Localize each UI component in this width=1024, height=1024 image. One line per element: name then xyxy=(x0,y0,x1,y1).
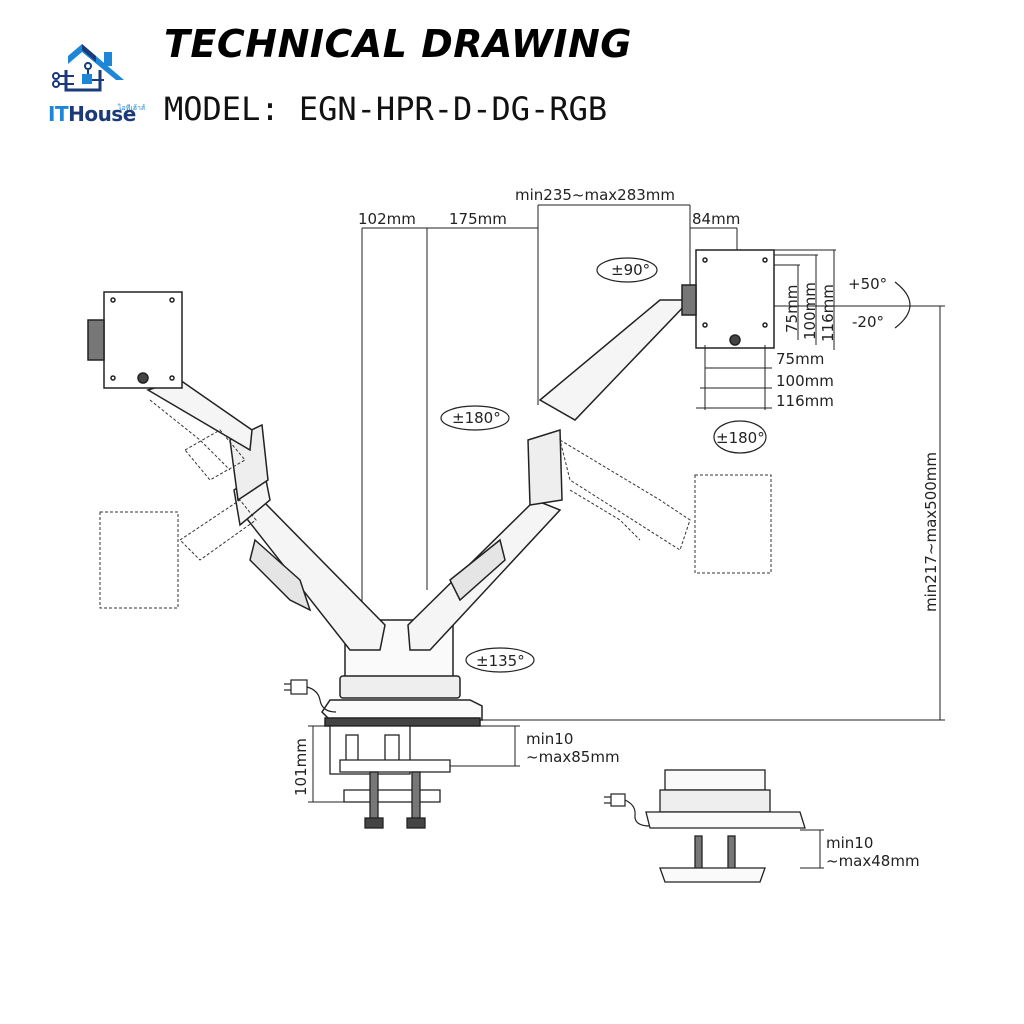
clamp-height-dimension xyxy=(308,725,344,803)
logo xyxy=(44,40,150,132)
logo-thai-tag: ไอทีเฮ้าส์ xyxy=(118,104,146,112)
vesa-dimension-lines xyxy=(696,249,836,410)
dim-height-range: min217~max500mm xyxy=(922,452,940,612)
dim-clamp-range-1: min10 xyxy=(526,730,573,748)
clamp-range-dimension xyxy=(450,725,520,767)
top-dimension-lines xyxy=(361,204,738,680)
logo-brand-text: ITHouse xyxy=(48,102,136,126)
dim-clamp-range-2: ~max85mm xyxy=(526,748,620,766)
left-upper-arm xyxy=(146,379,253,452)
grommet-mount xyxy=(645,769,806,883)
rotation-arrows xyxy=(440,257,911,673)
desk-clamp xyxy=(329,725,451,829)
left-ghost-arm xyxy=(99,399,257,609)
grommet-power-plug-icon xyxy=(604,793,651,827)
dim-vesa-w-116: 116mm xyxy=(776,392,834,410)
dim-vesa-h-100: 100mm xyxy=(801,282,819,340)
dim-vesa-w-100: 100mm xyxy=(776,372,834,390)
dim-grommet-range-2: ~max48mm xyxy=(826,852,920,870)
dim-vesa-h-116: 116mm xyxy=(819,284,837,342)
rot-180-right: ±180° xyxy=(716,429,765,447)
rot-135: ±135° xyxy=(476,652,525,670)
dim-arm-reach: min235~max283mm xyxy=(515,186,675,204)
model-label: MODEL: EGN-HPR-D-DG-RGB xyxy=(164,90,608,128)
height-dimension-line xyxy=(482,305,945,721)
logo-brand-part2: House xyxy=(68,102,136,126)
dim-clamp-height: 101mm xyxy=(292,738,310,796)
power-plug-icon xyxy=(284,679,337,713)
page-title: TECHNICAL DRAWING xyxy=(164,22,632,66)
dim-head-depth: 84mm xyxy=(692,210,740,228)
dim-grommet-range-1: min10 xyxy=(826,834,873,852)
dim-vesa-h-75: 75mm xyxy=(783,285,801,333)
right-ghost-arm xyxy=(559,438,772,574)
right-arm xyxy=(407,299,692,651)
logo-brand-part1: IT xyxy=(48,102,69,126)
dim-pole-to-center: 102mm xyxy=(358,210,416,228)
grommet-range-dimension xyxy=(800,829,824,869)
right-vesa-plate xyxy=(681,249,775,349)
dim-vesa-w-75: 75mm xyxy=(776,350,824,368)
tilt-down: -20° xyxy=(852,313,884,331)
rot-180-left: ±180° xyxy=(452,409,501,427)
dim-arm-segment: 175mm xyxy=(449,210,507,228)
tilt-up: +50° xyxy=(848,275,887,293)
rot-top: ±90° xyxy=(611,261,650,279)
house-circuit-icon xyxy=(52,44,124,92)
desk-base xyxy=(321,699,483,727)
left-vesa-plate xyxy=(87,291,183,389)
